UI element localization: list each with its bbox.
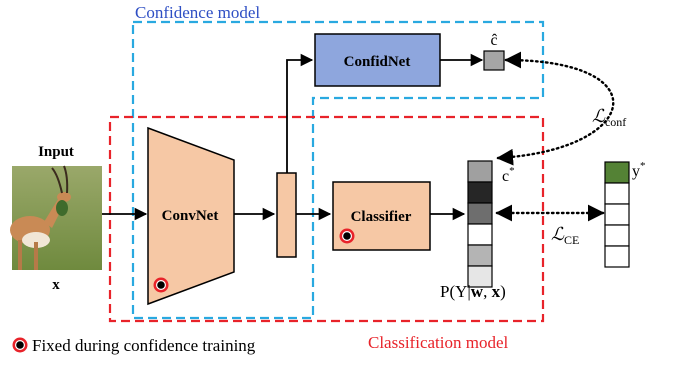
conf-loss-label: ℒconf (592, 106, 626, 129)
probability-cell (467, 244, 493, 267)
ce-loss-label: ℒCE (551, 224, 579, 247)
probability-cell (467, 160, 493, 183)
conf-loss-arrow (496, 51, 615, 166)
target-cell (604, 203, 630, 226)
c-hat-box (483, 50, 505, 71)
feature-vector (276, 172, 297, 258)
confidence-model-box (131, 20, 545, 320)
classifier-label: Classifier (351, 209, 412, 225)
probability-cell (467, 181, 493, 204)
convnet-label: ConvNet (162, 208, 219, 224)
fixed-legend-marker (12, 337, 28, 353)
probability-cell (467, 202, 493, 225)
classifier-fixed-marker (339, 228, 355, 244)
probability-cell (467, 265, 493, 288)
probability-cell (467, 223, 493, 246)
probability-vector (467, 160, 493, 288)
target-cell (604, 245, 630, 268)
c-star-label: c* (502, 165, 515, 185)
target-cell (604, 161, 630, 184)
target-cell (604, 224, 630, 247)
probability-label: P(Y|w, x) (440, 282, 506, 301)
fixed-legend-text: Fixed during confidence training (32, 336, 256, 355)
target-vector (604, 161, 630, 268)
convnet-fixed-marker (153, 277, 169, 293)
target-cell (604, 182, 630, 205)
convnet-block (147, 126, 235, 306)
confidence-model-title: Confidence model (135, 3, 260, 22)
input-label: Input (38, 144, 74, 160)
features-to-confidnet-arrow (286, 53, 314, 173)
y-star-label: y* (632, 160, 646, 180)
input-image (10, 165, 102, 270)
confidnet-label: ConfidNet (344, 54, 411, 70)
input-variable: x (52, 277, 60, 293)
classification-model-title: Classification model (368, 333, 509, 352)
c-hat-label: ĉ (490, 32, 497, 49)
